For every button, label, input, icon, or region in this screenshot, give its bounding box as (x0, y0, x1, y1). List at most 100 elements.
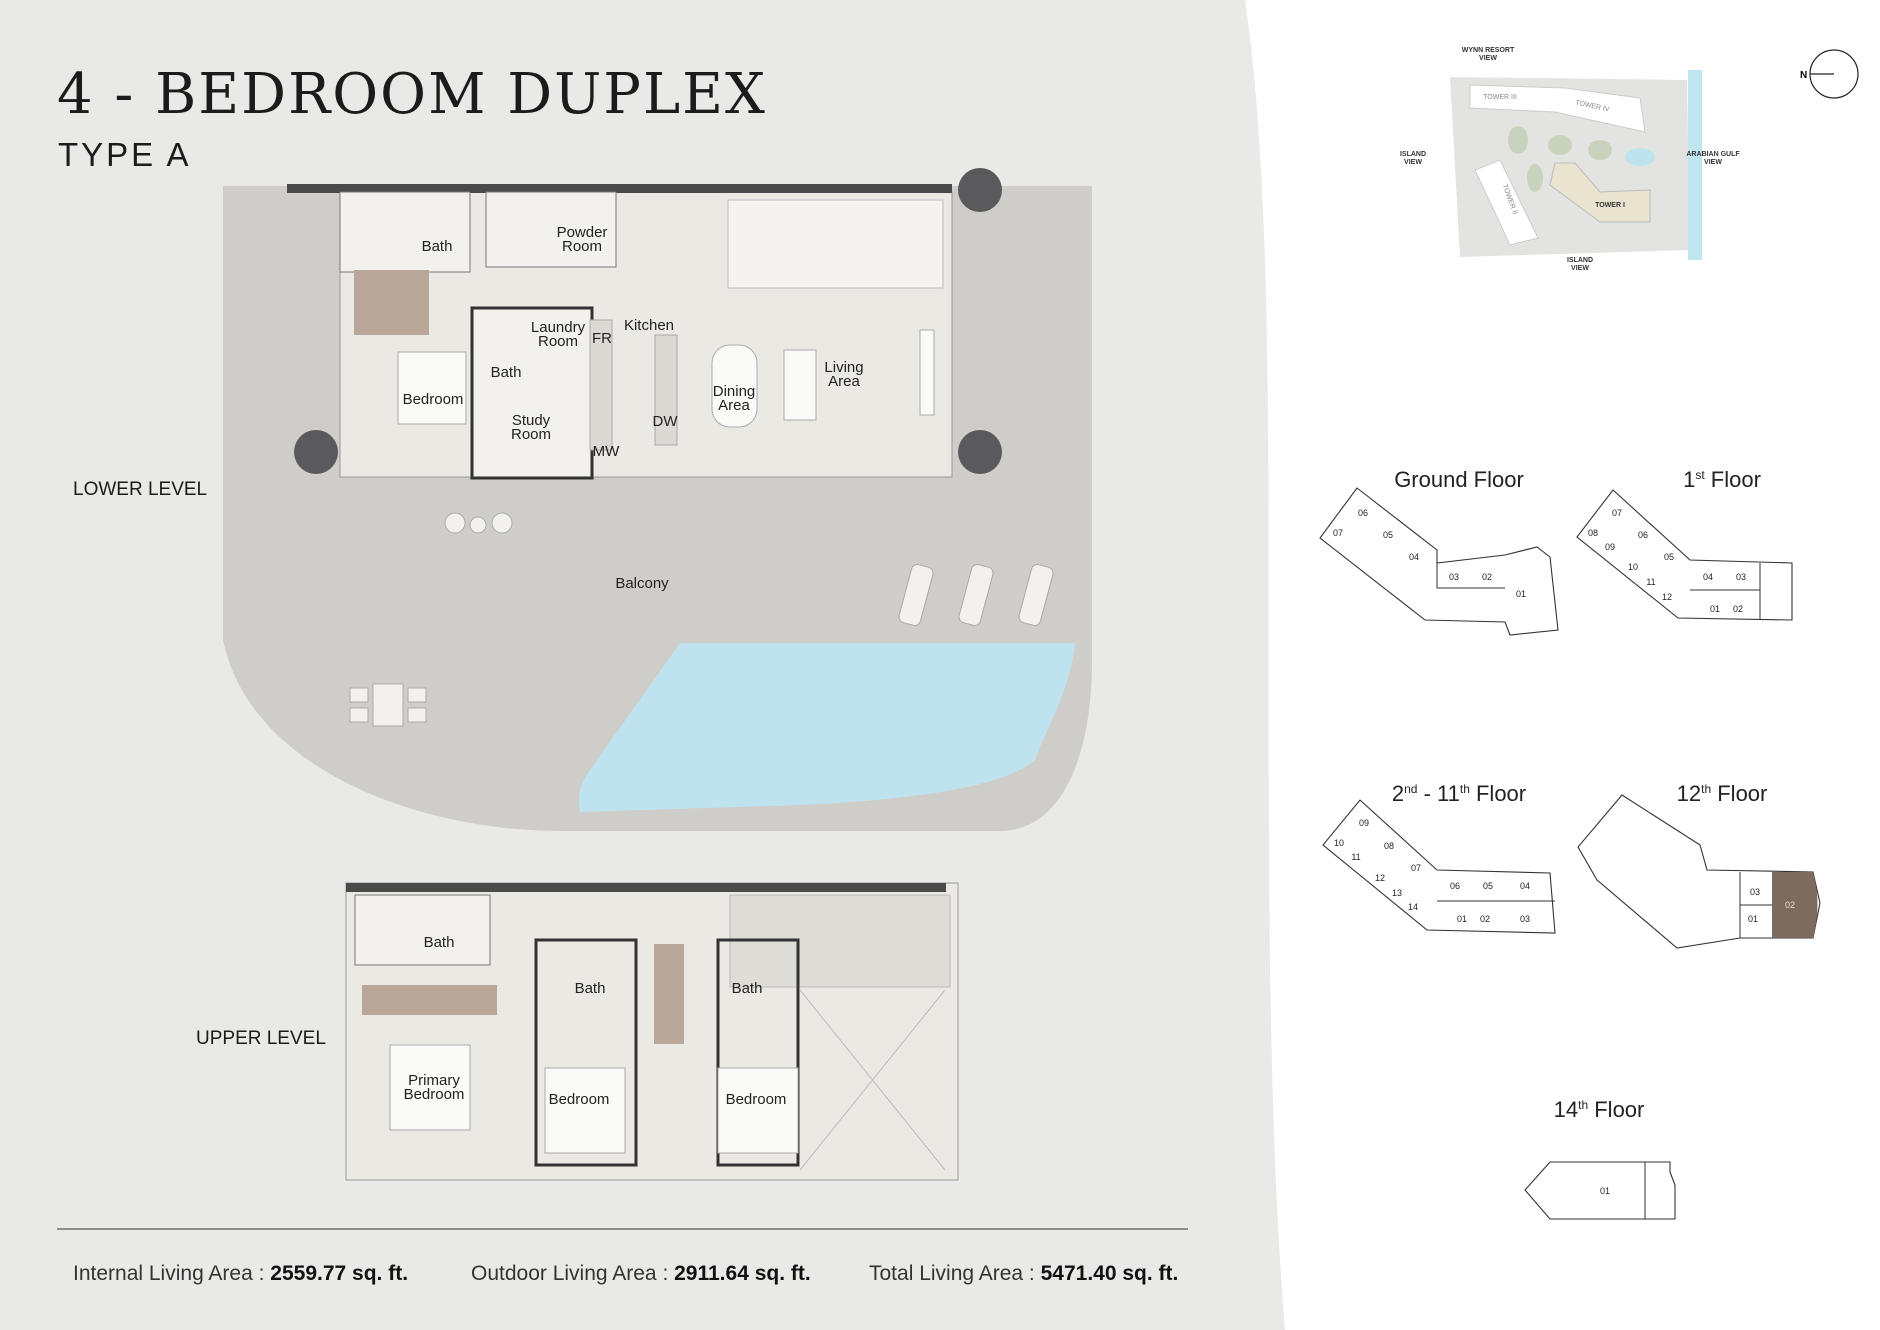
view-label: VIEW (1571, 265, 1589, 272)
unit-label: 09 (1605, 542, 1615, 552)
unit-label: 08 (1588, 528, 1598, 538)
unit-label: 11 (1646, 577, 1655, 587)
floor-key-12th: 12th Floor 03 01 02 (1577, 781, 1821, 949)
column (958, 430, 1002, 474)
floor-title: 14th Floor (1554, 1097, 1645, 1122)
unit-label: 03 (1736, 572, 1746, 582)
pool (578, 643, 1075, 812)
room-label-bedroom: Bedroom (403, 391, 464, 408)
unit-label: 05 (1664, 552, 1674, 562)
room-label-laundry-room: Room (538, 333, 578, 350)
lower-level-plan: Bath Powder Room Laundry Room Kitchen FR… (223, 168, 1092, 831)
room-label-bath: Bath (732, 980, 763, 997)
unit-label: 07 (1612, 508, 1622, 518)
highlighted-unit (1772, 872, 1818, 938)
unit-label: 01 (1710, 604, 1720, 614)
upper-level-plan: Bath Bath Bath Primary Bedroom Bedroom B… (345, 882, 959, 1181)
page-subtitle: TYPE A (58, 136, 192, 173)
unit-label: 10 (1628, 562, 1638, 572)
compass-north: N (1800, 70, 1807, 81)
unit-label: 07 (1411, 863, 1421, 873)
room-label-bath: Bath (424, 934, 455, 951)
unit-label: 03 (1750, 887, 1760, 897)
unit-label: 06 (1638, 530, 1648, 540)
unit-label: 14 (1408, 902, 1418, 912)
floor-key-first: 1st Floor 07 08 06 09 05 10 11 12 04 03 01 02 (1576, 467, 1793, 621)
view-label: VIEW (1404, 159, 1422, 166)
room-label-living-area: Living (824, 359, 863, 376)
unit-label: 02 (1733, 604, 1743, 614)
room-label-laundry-room: Laundry (531, 319, 586, 336)
room-label-powder-room: Powder (557, 224, 608, 241)
unit-label: 04 (1409, 552, 1419, 562)
compass: N (1800, 49, 1859, 99)
floor-title: 2nd - 11th Floor (1392, 781, 1526, 806)
view-label: VIEW (1479, 55, 1497, 62)
unit-label: 09 (1359, 818, 1369, 828)
outdoor-area: Outdoor Living Area : 2911.64 sq. ft. (471, 1262, 811, 1285)
unit-label: 05 (1383, 530, 1393, 540)
internal-area: Internal Living Area : 2559.77 sq. ft. (73, 1262, 409, 1285)
wall (287, 184, 952, 193)
unit-label: 07 (1333, 528, 1343, 538)
floor-title: 12th Floor (1677, 781, 1768, 806)
tower-label: TOWER III (1483, 94, 1517, 101)
unit-label: 03 (1449, 572, 1459, 582)
room-label-mw: MW (593, 443, 620, 460)
room-label-study-room: Study (512, 412, 551, 429)
column (958, 168, 1002, 212)
tower-label: TOWER I (1595, 202, 1625, 209)
unit-label: 02 (1480, 914, 1490, 924)
unit-label: 01 (1516, 589, 1526, 599)
unit-label: 04 (1520, 881, 1530, 891)
room-label-bedroom: Bedroom (726, 1091, 787, 1108)
room-label-primary-bedroom: Bedroom (404, 1086, 465, 1103)
unit-label: 12 (1662, 592, 1672, 602)
view-label: WYNN RESORT (1462, 47, 1515, 54)
column (294, 430, 338, 474)
unit-label: 01 (1748, 914, 1758, 924)
view-label: ISLAND (1400, 151, 1426, 158)
floor-key-2nd-11th: 2nd - 11th Floor 09 10 08 11 07 12 13 14 06 0… (1322, 781, 1556, 934)
room-label-bath: Bath (491, 364, 522, 381)
room-label-balcony: Balcony (615, 575, 669, 592)
unit-label: 02 (1482, 572, 1492, 582)
unit-label: 03 (1520, 914, 1530, 924)
view-label: ARABIAN GULF (1686, 151, 1740, 158)
floor-key-14th: 14th Floor 01 (1524, 1097, 1676, 1220)
unit-label: 01 (1457, 914, 1467, 924)
view-label: VIEW (1704, 159, 1722, 166)
floor-title: 1st Floor (1683, 467, 1761, 492)
unit-label: 05 (1483, 881, 1493, 891)
room-label-bedroom: Bedroom (549, 1091, 610, 1108)
unit-label: 04 (1703, 572, 1713, 582)
unit-label: 10 (1334, 838, 1344, 848)
unit-label: 13 (1392, 888, 1402, 898)
room-label-fr: FR (592, 330, 612, 347)
unit-label: 06 (1450, 881, 1460, 891)
unit-label: 12 (1375, 873, 1385, 883)
room-label-kitchen: Kitchen (624, 317, 674, 334)
unit-label: 11 (1351, 852, 1360, 862)
floor-title: Ground Floor (1394, 467, 1524, 492)
room-label-living-area: Area (828, 373, 860, 390)
room-label-bath: Bath (422, 238, 453, 255)
lower-level-label: LOWER LEVEL (73, 479, 208, 500)
wall (346, 883, 946, 892)
room-label-dw: DW (653, 413, 679, 430)
view-label: ISLAND (1567, 257, 1593, 264)
total-area: Total Living Area : 5471.40 sq. ft. (869, 1262, 1179, 1285)
unit-label: 08 (1384, 841, 1394, 851)
unit-label: 02 (1785, 900, 1795, 910)
room-label-bath: Bath (575, 980, 606, 997)
room-label-dining-area: Dining (713, 383, 756, 400)
room-label-powder-room: Room (562, 238, 602, 255)
room-label-study-room: Room (511, 426, 551, 443)
unit-label: 01 (1600, 1186, 1610, 1196)
site-plan: WYNN RESORT VIEW ISLAND VIEW ARABIAN GUL… (1400, 47, 1740, 272)
room-label-primary-bedroom: Primary (408, 1072, 460, 1089)
room-label-dining-area: Area (718, 397, 750, 414)
upper-level-label: UPPER LEVEL (196, 1028, 326, 1049)
page-title: 4 - BEDROOM DUPLEX (57, 62, 767, 127)
